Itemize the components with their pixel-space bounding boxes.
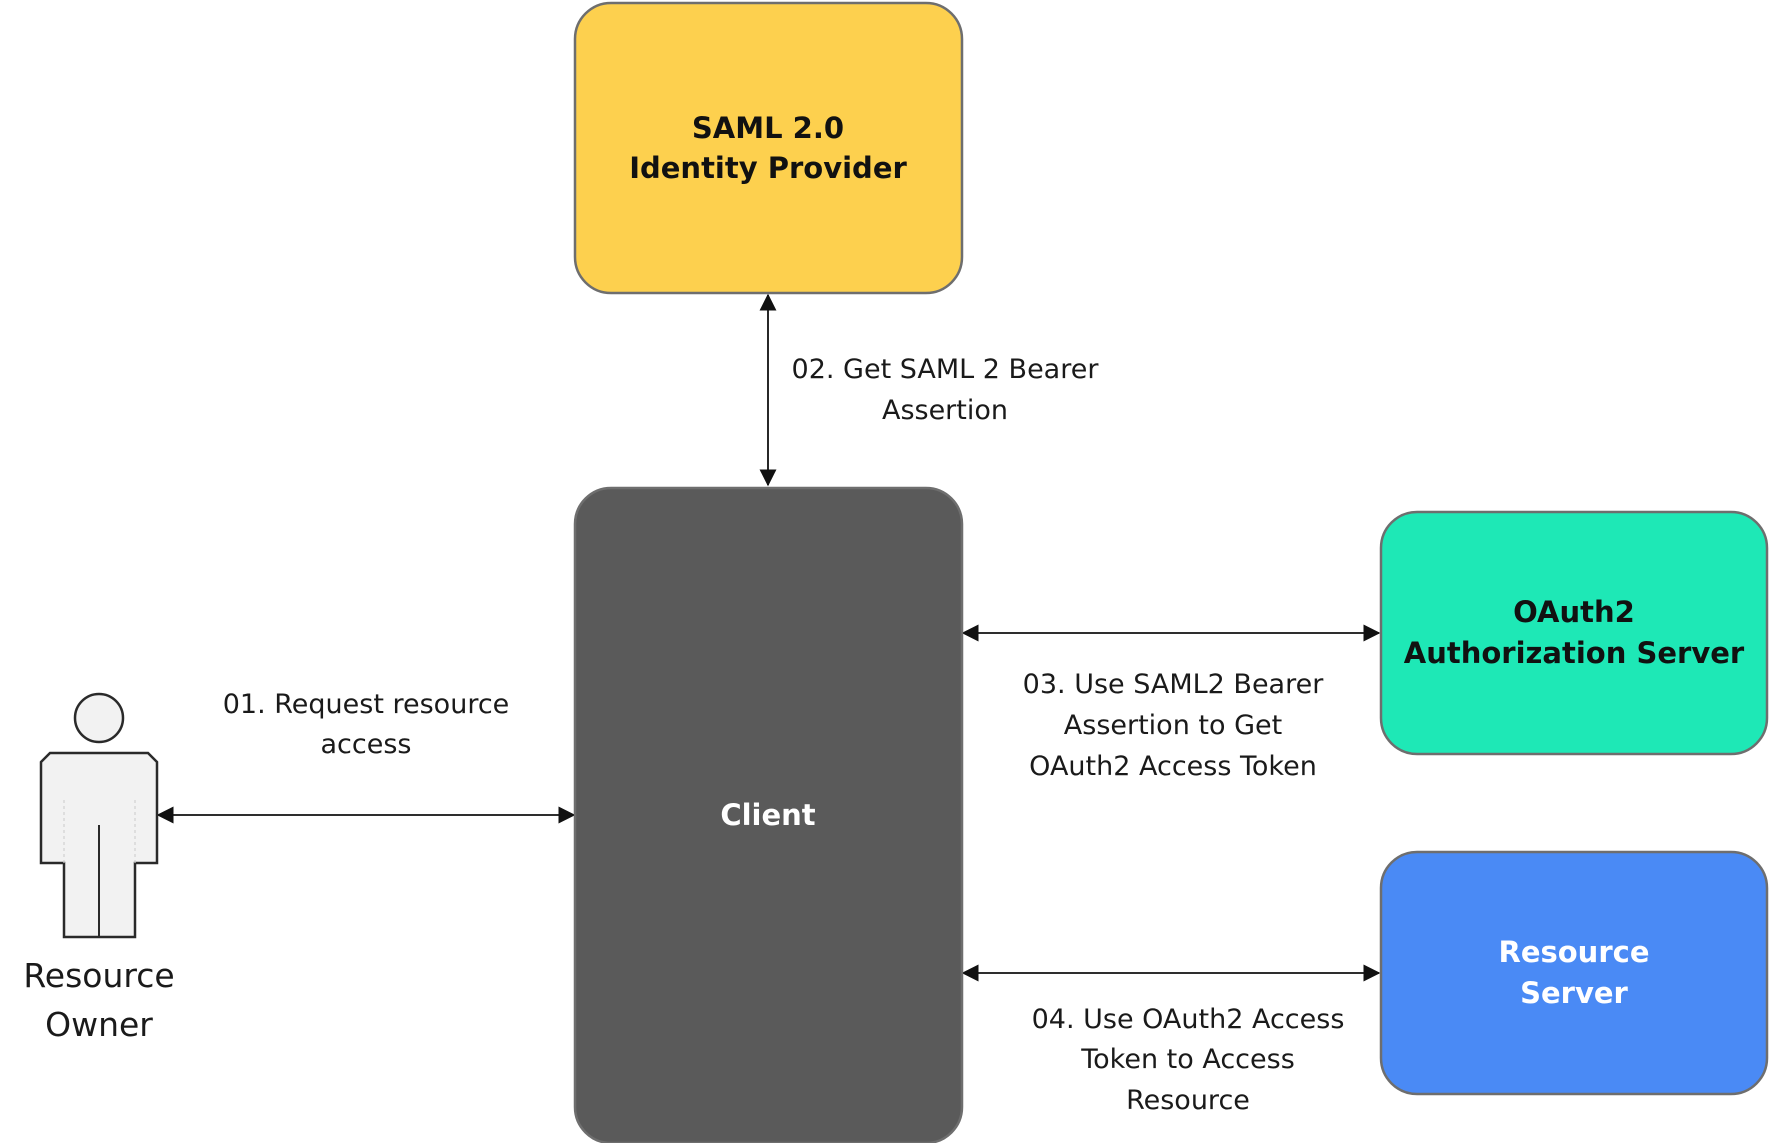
resource-server-node: Resource Server	[1379, 850, 1769, 1096]
saml-idp-title-line2: Identity Provider	[629, 151, 907, 185]
resource-server-title-line2: Server	[1520, 976, 1628, 1010]
client-node: Client	[573, 486, 964, 1143]
edge-label-step1: 01. Request resource access	[223, 689, 510, 760]
resource-server-title-line1: Resource	[1499, 935, 1650, 969]
step4-line3: Resource	[1126, 1085, 1250, 1116]
step4-line2: Token to Access	[1080, 1044, 1295, 1075]
step3-line1: 03. Use SAML2 Bearer	[1023, 669, 1325, 700]
step1-line1: 01. Request resource	[223, 689, 510, 720]
resource-owner-label-line1: Resource	[23, 956, 174, 995]
saml-identity-provider-box	[573, 1, 964, 295]
edge-label-step2: 02. Get SAML 2 Bearer Assertion	[792, 354, 1100, 426]
oauth2-server-title-line2: Authorization Server	[1404, 636, 1745, 670]
step1-line2: access	[321, 729, 412, 760]
client-box	[573, 486, 964, 1143]
oauth2-server-title-line1: OAuth2	[1513, 595, 1635, 629]
resource-server-box	[1379, 850, 1769, 1096]
saml-identity-provider-node: SAML 2.0 Identity Provider	[573, 1, 964, 295]
saml-idp-title-line1: SAML 2.0	[692, 111, 844, 145]
step3-line3: OAuth2 Access Token	[1029, 751, 1317, 782]
oauth2-authorization-server-node: OAuth2 Authorization Server	[1379, 510, 1769, 756]
oauth2-authorization-server-box	[1379, 510, 1769, 756]
resource-owner-label-line2: Owner	[45, 1005, 153, 1044]
edge-label-step4: 04. Use OAuth2 Access Token to Access Re…	[1032, 1004, 1345, 1116]
edge-label-step3: 03. Use SAML2 Bearer Assertion to Get OA…	[1023, 669, 1325, 782]
client-title: Client	[720, 798, 815, 832]
step4-line1: 04. Use OAuth2 Access	[1032, 1004, 1345, 1035]
person-icon-shading	[63, 800, 136, 863]
resource-owner-actor: Resource Owner	[23, 692, 175, 1044]
step2-line1: 02. Get SAML 2 Bearer	[792, 354, 1100, 385]
step2-line2: Assertion	[882, 395, 1008, 426]
step3-line2: Assertion to Get	[1064, 710, 1282, 741]
